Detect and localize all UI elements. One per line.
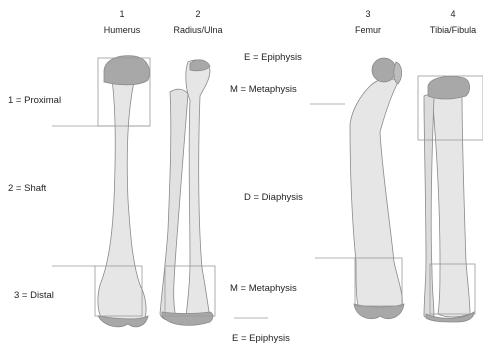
tibia-shaft bbox=[432, 94, 470, 317]
femur-shaft bbox=[350, 79, 402, 311]
bone-header-femur: 3 Femur bbox=[355, 9, 381, 35]
radius-shaft bbox=[160, 89, 188, 320]
ulna-head bbox=[190, 60, 210, 71]
femur-bone bbox=[350, 58, 404, 319]
tibia-plateau bbox=[428, 76, 470, 99]
femur-head bbox=[372, 58, 396, 82]
bone-header-radius-ulna: 2 Radius/Ulna bbox=[173, 9, 222, 35]
bone-number-tibia-fibula: 4 bbox=[450, 9, 455, 19]
bone-name-radius-ulna: Radius/Ulna bbox=[173, 25, 222, 35]
bone-number-femur: 3 bbox=[365, 9, 370, 19]
zone-label-diaphysis: D = Diaphysis bbox=[244, 192, 303, 203]
bone-number-humerus: 1 bbox=[119, 9, 124, 19]
zone-label-metaphysis-bottom: M = Metaphysis bbox=[230, 283, 297, 294]
femur-greater-trochanter bbox=[394, 62, 402, 84]
region-label-proximal: 1 = Proximal bbox=[8, 95, 61, 106]
region-label-distal: 3 = Distal bbox=[14, 290, 54, 301]
ulna-shaft bbox=[186, 60, 210, 321]
radius-distal-end bbox=[162, 312, 213, 325]
humerus-bone bbox=[95, 56, 150, 327]
bone-name-femur: Femur bbox=[355, 25, 381, 35]
tibia-fibula-bones bbox=[418, 76, 483, 322]
bone-header-tibia-fibula: 4 Tibia/Fibula bbox=[430, 9, 476, 35]
zone-label-metaphysis-top: M = Metaphysis bbox=[230, 84, 297, 95]
radius-ulna-bones bbox=[160, 60, 215, 326]
bone-name-humerus: Humerus bbox=[104, 25, 141, 35]
zone-label-epiphysis-bottom: E = Epiphysis bbox=[232, 333, 290, 344]
zone-label-epiphysis-top: E = Epiphysis bbox=[244, 52, 302, 63]
region-label-shaft: 2 = Shaft bbox=[8, 183, 47, 194]
humerus-shaft bbox=[98, 80, 146, 324]
humerus-head bbox=[104, 56, 149, 85]
bone-name-tibia-fibula: Tibia/Fibula bbox=[430, 25, 476, 35]
fibula-shaft bbox=[424, 95, 434, 318]
bone-number-radius-ulna: 2 bbox=[195, 9, 200, 19]
bone-header-humerus: 1 Humerus bbox=[104, 9, 141, 35]
